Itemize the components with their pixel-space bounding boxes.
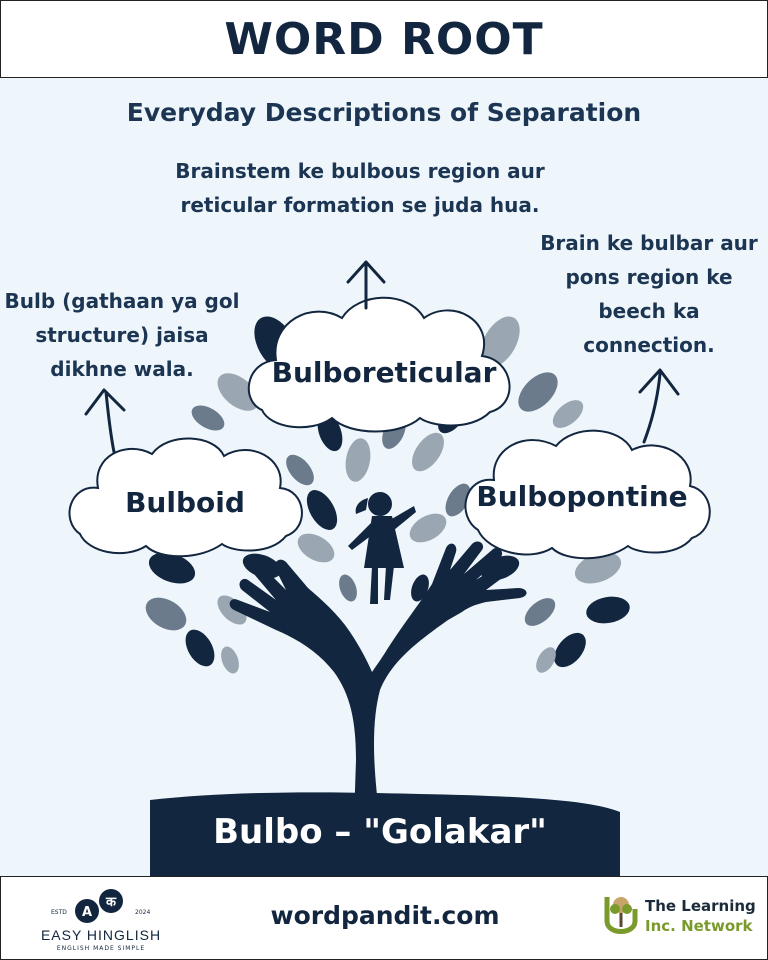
word-bulbopontine: Bulbopontine bbox=[476, 480, 688, 513]
easy-hinglish-logo[interactable]: A क ESTD 2024 EASY HINGLISH ENGLISH MADE… bbox=[21, 883, 181, 955]
subtitle: Everyday Descriptions of Separation bbox=[126, 98, 642, 127]
arrow-up-right-icon bbox=[638, 368, 680, 444]
cloud-top bbox=[247, 296, 511, 433]
arrow-up-icon bbox=[346, 260, 386, 310]
word-bulboid: Bulboid bbox=[125, 486, 245, 519]
root-label: Bulbo – "Golakar" bbox=[213, 812, 547, 852]
cloud-shapes bbox=[68, 296, 711, 560]
cloud-left bbox=[68, 437, 303, 558]
logo-estd: ESTD bbox=[51, 909, 67, 916]
cloud-right bbox=[464, 429, 711, 560]
word-bulboreticular: Bulboreticular bbox=[271, 356, 497, 389]
arrows bbox=[84, 260, 680, 454]
speech-bubbles-icon: A क bbox=[75, 889, 123, 923]
site-link[interactable]: wordpandit.com bbox=[270, 901, 500, 930]
logo-year: 2024 bbox=[135, 909, 151, 916]
learning-network-logo[interactable]: The Learning Inc. Network bbox=[601, 891, 761, 947]
logo-mark-devanagari: क bbox=[105, 895, 117, 910]
tree-u-icon bbox=[604, 897, 638, 934]
description-left: Bulb (gathaan ya gol structure) jaisa di… bbox=[4, 289, 240, 381]
arrow-up-left-icon bbox=[84, 388, 126, 454]
logo-mark-latin: A bbox=[82, 905, 92, 920]
description-right: Brain ke bulbar aur pons region ke beech… bbox=[540, 231, 758, 357]
logo-tagline: ENGLISH MADE SIMPLE bbox=[56, 945, 146, 952]
header-banner: WORD ROOT bbox=[0, 0, 768, 78]
description-top: Brainstem ke bulbous region aur reticula… bbox=[175, 159, 545, 217]
child-silhouette-icon bbox=[348, 492, 416, 604]
network-name-line1: The Learning bbox=[645, 897, 756, 915]
tree-trunk-hands bbox=[150, 541, 620, 878]
logo-name: EASY HINGLISH bbox=[40, 927, 162, 943]
footer: A क ESTD 2024 EASY HINGLISH ENGLISH MADE… bbox=[0, 876, 768, 960]
page-title: WORD ROOT bbox=[224, 13, 544, 65]
network-name-line2: Inc. Network bbox=[645, 917, 753, 935]
